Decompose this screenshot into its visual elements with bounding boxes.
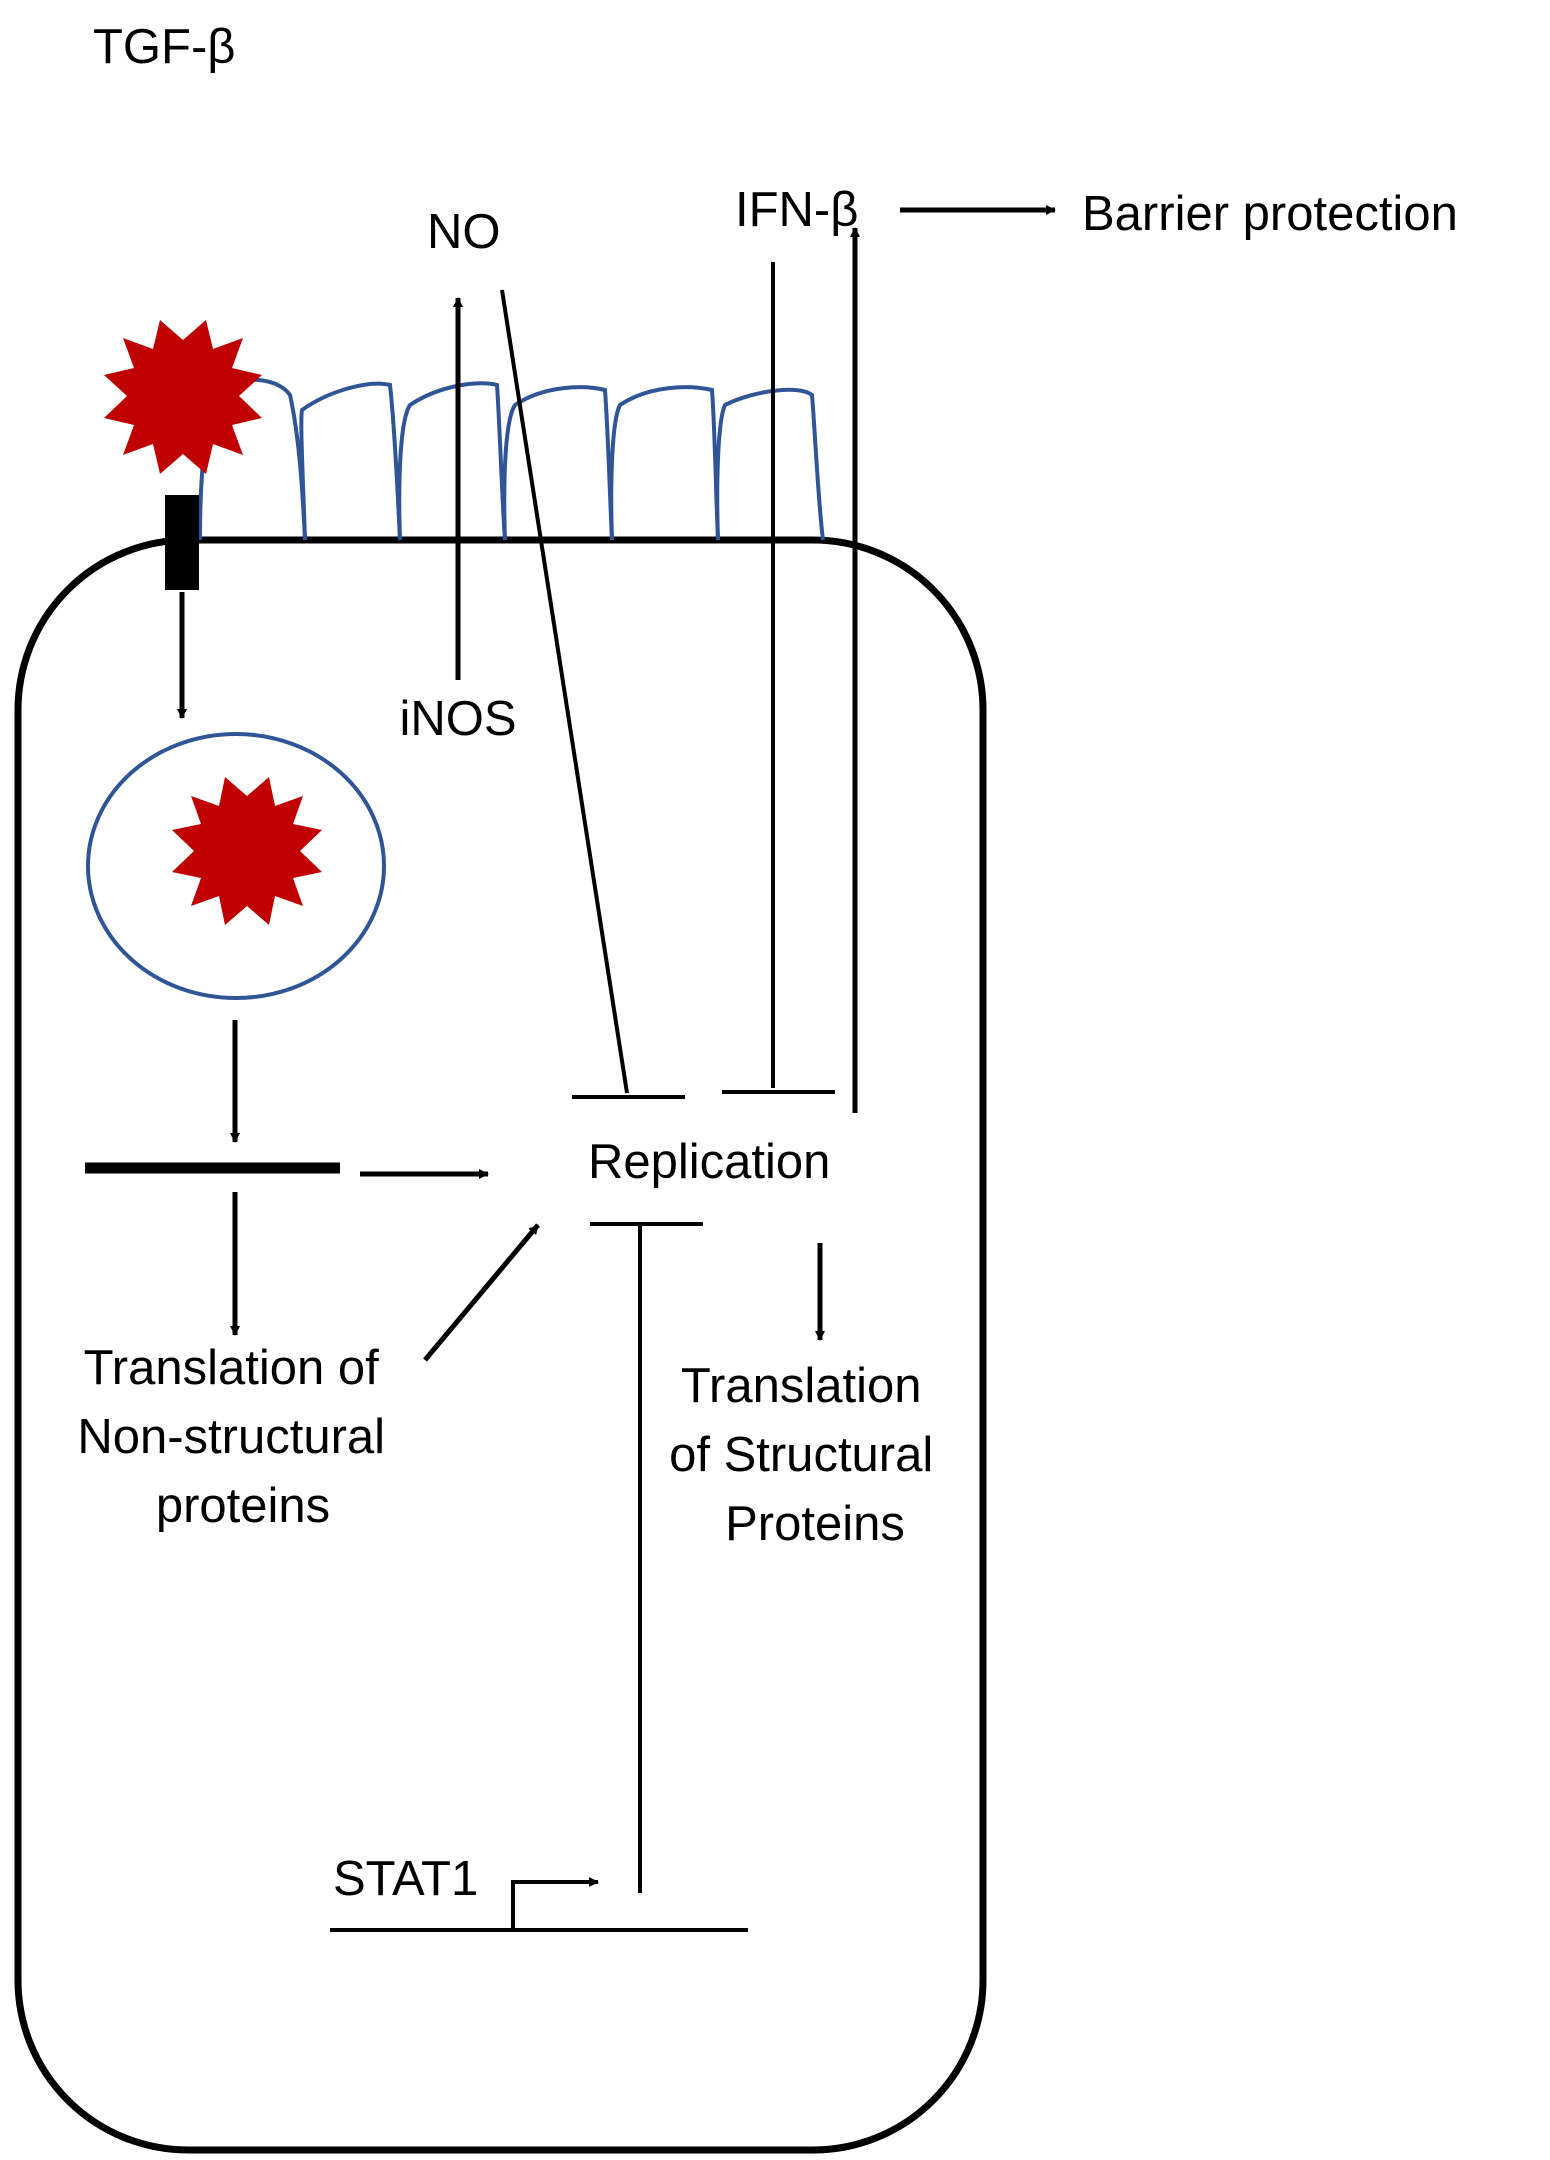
translation-structural-line-1: Translation <box>681 1359 922 1413</box>
virus-extracellular-icon <box>104 320 262 474</box>
translation-nonstructural-line-2: Non-structural <box>77 1410 385 1464</box>
translation-nonstructural-label: Translation of Non-structural proteins <box>77 1341 398 1533</box>
translation-structural-line-3: Proteins <box>725 1497 905 1551</box>
cell-membrane <box>14 536 987 2154</box>
no-label: NO <box>427 205 501 259</box>
replication-label: Replication <box>588 1135 830 1189</box>
translation-structural-line-2: of Structural <box>669 1428 933 1482</box>
endosome <box>86 732 386 1000</box>
nsp-to-replication-arrow <box>423 1223 540 1362</box>
translation-nonstructural-line-3: proteins <box>156 1479 330 1533</box>
translation-structural-label: Translation of Structural Proteins <box>669 1359 947 1551</box>
stat1-label: STAT1 <box>333 1852 478 1906</box>
no-inhibition-line <box>500 289 629 1094</box>
microvilli <box>198 377 825 541</box>
virus-endosome-icon <box>172 777 322 925</box>
ifn-beta-label: IFN-β <box>735 183 858 237</box>
barrier-protection-label: Barrier protection <box>1082 187 1458 241</box>
translation-nonstructural-line-1: Translation of <box>84 1341 379 1395</box>
inos-label: iNOS <box>399 692 516 746</box>
tgf-beta-label: TGF-β <box>93 20 235 74</box>
receptor <box>165 495 199 590</box>
stat1-promoter-arrow <box>511 1877 599 1930</box>
